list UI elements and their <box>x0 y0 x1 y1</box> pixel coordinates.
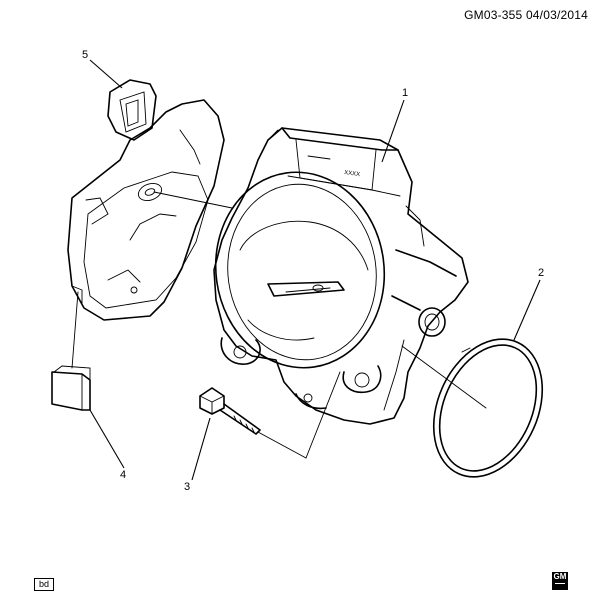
bolt <box>199 387 261 435</box>
callout-1: 1 <box>402 87 408 99</box>
gm-logo-text: GM <box>553 572 567 581</box>
drawing-id: GM03-355 04/03/2014 <box>464 8 588 22</box>
alignment-lines <box>71 191 487 459</box>
throttle-body-housing <box>213 127 469 425</box>
callout-4: 4 <box>120 469 126 481</box>
gasket-ring <box>432 338 544 478</box>
bd-tag: bd <box>34 578 54 591</box>
part-marking: XXXX <box>344 170 361 178</box>
gm-logo-underline <box>555 583 565 584</box>
throttle-actuator-module <box>67 79 225 321</box>
part-number-marking <box>307 155 331 160</box>
callout-2: 2 <box>538 267 544 279</box>
callout-5: 5 <box>82 49 88 61</box>
callout-3: 3 <box>184 481 190 493</box>
connector-cover <box>51 365 91 411</box>
gm-logo: GM <box>552 572 568 590</box>
leader-lines <box>89 59 541 481</box>
